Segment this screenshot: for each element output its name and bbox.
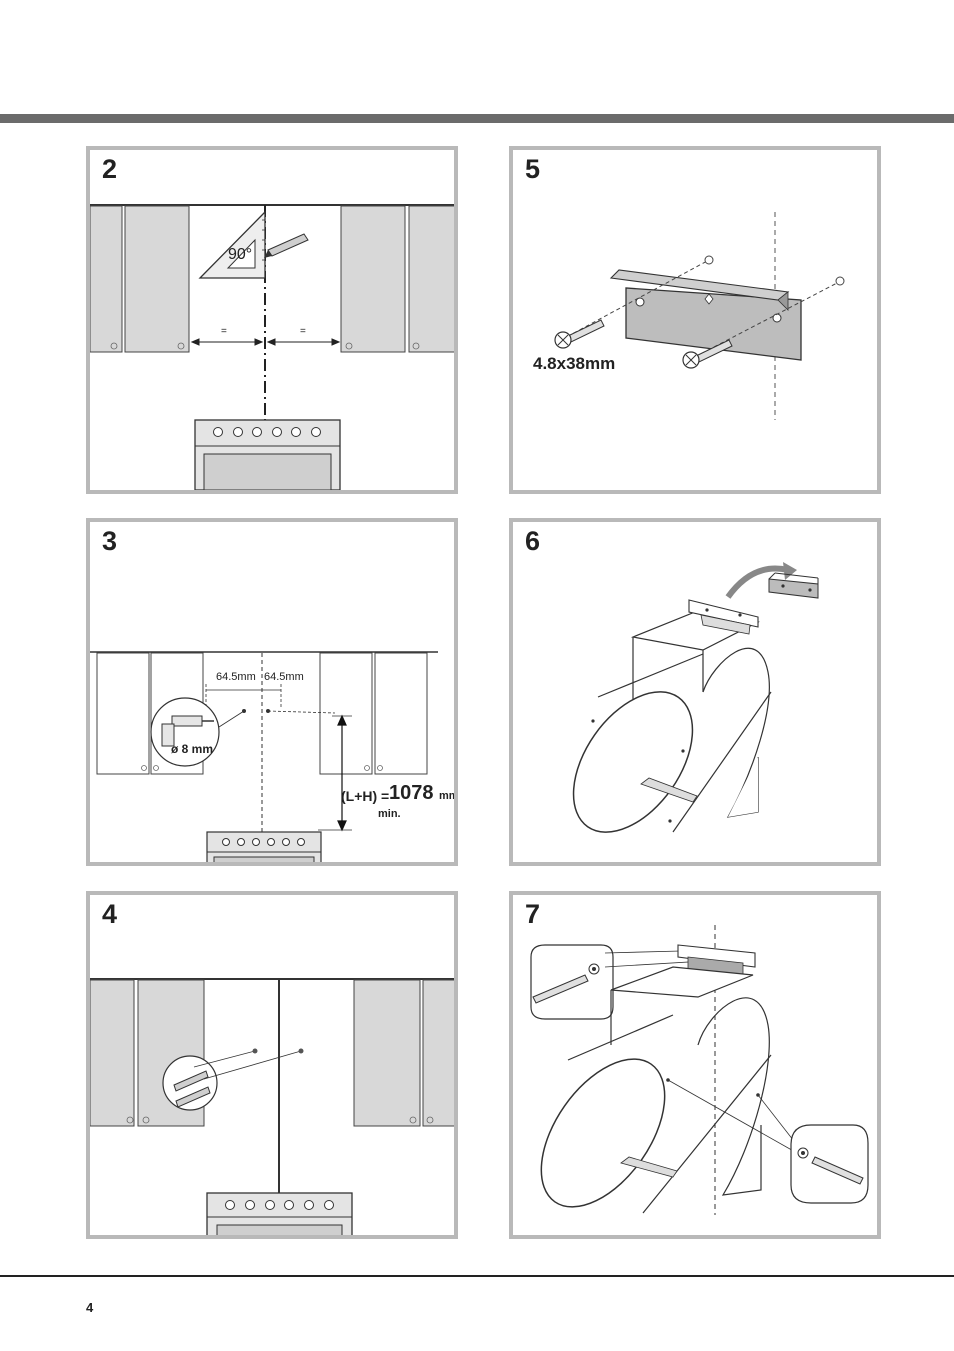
step-5-panel: 5 4.8x38mm [509, 146, 881, 494]
dim-left-label: 64.5mm [216, 671, 256, 683]
step-7-panel: 7 [509, 891, 881, 1239]
page-number: 4 [86, 1300, 94, 1315]
formula-value: 1078 [389, 782, 434, 804]
step-number: 2 [102, 154, 118, 184]
step-6-panel: 6 [509, 518, 881, 866]
formula-unit: mm [439, 790, 458, 802]
formula-prefix: (L+H) = [341, 788, 390, 804]
step-number: 3 [102, 526, 118, 556]
step-number: 4 [102, 899, 118, 929]
step-4-panel: 4 [86, 891, 458, 1239]
step-3-panel: 3 [86, 518, 458, 866]
step-2-illustration [90, 204, 454, 490]
footer-rule [0, 1275, 954, 1277]
equal-mark-left: = [221, 326, 227, 337]
step-7-illustration [530, 925, 869, 1215]
step-2-panel: 2 [86, 146, 458, 494]
step-3-illustration [90, 651, 438, 862]
dim-right-label: 64.5mm [264, 671, 304, 683]
drill-diameter-label: ø 8 mm [171, 742, 214, 756]
header-bar [0, 114, 954, 123]
step-number: 7 [525, 899, 541, 929]
step-6-illustration [572, 562, 819, 833]
step-number: 6 [525, 526, 541, 556]
step-number: 5 [525, 154, 541, 184]
formula-min: min. [378, 808, 401, 820]
angle-label: 90° [228, 246, 253, 263]
screw-size-label: 4.8x38mm [533, 354, 616, 373]
step-4-illustration [90, 978, 454, 1235]
step-5-illustration [554, 212, 845, 420]
equal-mark-right: = [300, 326, 306, 337]
